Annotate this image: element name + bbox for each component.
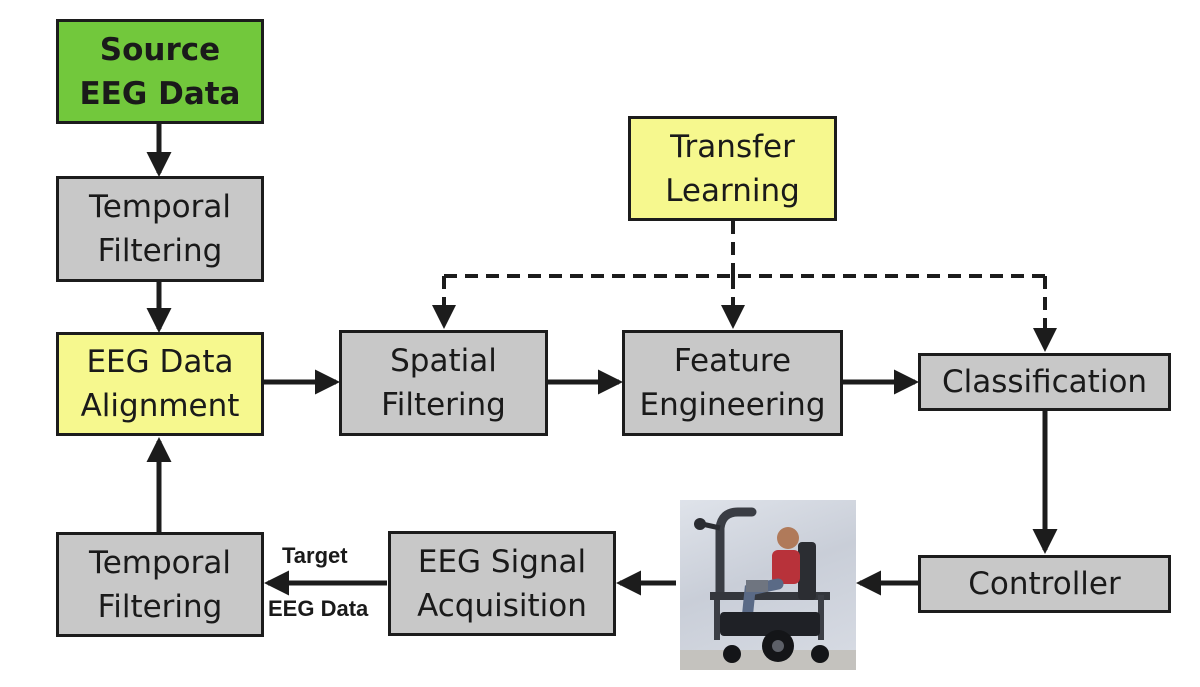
target-eeg-label-line1: Target <box>282 543 348 568</box>
box-label: Controller <box>968 566 1121 602</box>
box-label: Feature <box>673 343 792 379</box>
classification-box: Classification <box>918 353 1171 411</box>
box-label: Acquisition <box>417 587 587 624</box>
box-label: Source <box>99 31 221 68</box>
box-label: Spatial <box>390 343 497 379</box>
temporal-filtering-bottom-box: Temporal Filtering <box>56 532 264 637</box>
box-label: EEG Data <box>86 344 234 380</box>
box-label: Temporal <box>89 189 231 225</box>
target-eeg-label-line2: EEG Data <box>268 596 369 621</box>
feature-engineering-box: Feature Engineering <box>622 330 843 436</box>
box-label: EEG Data <box>79 75 241 112</box>
source-eeg-data-box: Source EEG Data <box>56 19 264 124</box>
box-label: Filtering <box>97 588 223 625</box>
wheelchair-illustration <box>680 507 856 670</box>
box-label: Classification <box>941 364 1148 400</box>
box-label: Alignment <box>80 388 240 424</box>
controller-box: Controller <box>918 555 1171 613</box>
box-label: Engineering <box>639 387 826 423</box>
spatial-filtering-box: Spatial Filtering <box>339 330 548 436</box>
box-label: Filtering <box>97 233 223 269</box>
transfer-learning-connectors <box>432 221 1057 352</box>
box-label: Transfer <box>670 128 795 165</box>
wheelchair-robot-arm-photo <box>680 500 856 670</box>
transfer-learning-box: Transfer Learning <box>628 116 837 221</box>
box-label: Temporal <box>89 544 231 581</box>
temporal-filtering-top-box: Temporal Filtering <box>56 176 264 282</box>
eeg-data-alignment-box: EEG Data Alignment <box>56 332 264 436</box>
box-label: EEG Signal <box>417 543 587 580</box>
box-label: Learning <box>665 172 800 209</box>
box-label: Filtering <box>381 387 506 423</box>
eeg-signal-acquisition-box: EEG Signal Acquisition <box>388 531 616 636</box>
